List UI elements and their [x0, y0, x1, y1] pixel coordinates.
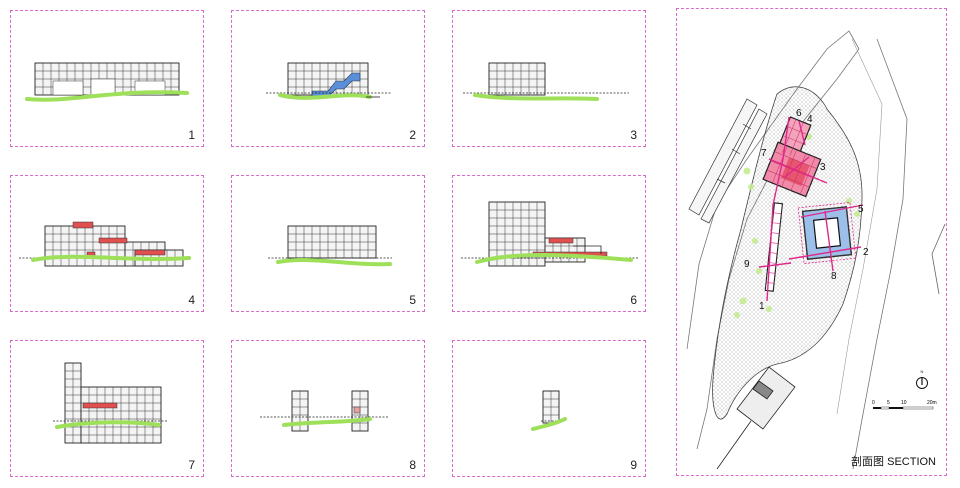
section-panel-7: 7	[10, 340, 204, 477]
blue-building	[797, 201, 857, 265]
section-panel-2: 2	[231, 10, 425, 147]
red-highlight	[72, 221, 94, 229]
red-highlight	[353, 406, 361, 414]
section-drawing-6	[461, 201, 639, 267]
scale-label-10: 10	[901, 400, 907, 406]
red-highlight	[82, 402, 118, 409]
section-drawing-3	[463, 62, 629, 101]
section-panel-1: 1	[10, 10, 204, 147]
section-drawing-7	[53, 362, 167, 444]
ground-line	[276, 258, 392, 267]
panel-number: 8	[409, 458, 416, 472]
section-label-9: 9	[744, 259, 750, 270]
section-panel-3: 3	[452, 10, 646, 147]
section-panel-5: 5	[231, 175, 425, 312]
section-drawing-8	[260, 390, 388, 432]
scale-label-5: 5	[887, 400, 890, 406]
bottom-building	[716, 366, 796, 470]
panel-number: 5	[409, 293, 416, 307]
scale-label-0: 0	[872, 400, 875, 406]
site-plan-drawing: 6 4 7 3 5 2 8 9 1 N 0 5 10 20m	[686, 30, 946, 470]
ground-line	[55, 420, 161, 429]
panel-number: 7	[188, 458, 195, 472]
section-label-8: 8	[831, 271, 837, 282]
ground-line	[278, 93, 372, 100]
panel-number: 3	[630, 128, 637, 142]
ground-line	[475, 253, 633, 264]
ground-line	[31, 254, 191, 262]
section-label-4: 4	[807, 114, 813, 125]
section-label-3: 3	[820, 162, 826, 173]
scale-label-20m: 20m	[927, 400, 937, 406]
panel-number: 1	[188, 128, 195, 142]
red-highlight	[548, 237, 574, 244]
island-landmass	[712, 86, 863, 420]
trees	[734, 134, 860, 318]
section-drawing-2	[266, 62, 392, 100]
section-drawing-5	[268, 225, 392, 267]
section-drawing-1	[25, 62, 189, 102]
section-label-6: 6	[796, 108, 802, 119]
north-arrow-icon: N	[916, 369, 928, 389]
section-drawing-9	[531, 390, 567, 431]
river-bank-right	[852, 38, 908, 470]
section-panel-9: 9	[452, 340, 646, 477]
panel-number: 6	[630, 293, 637, 307]
panel-number: 4	[188, 293, 195, 307]
section-panel-4: 4	[10, 175, 204, 312]
ground-line	[25, 90, 189, 102]
panel-number: 9	[630, 458, 637, 472]
ground-line	[531, 417, 567, 431]
terrace-steps	[688, 98, 768, 224]
section-caption: 剖面图 SECTION	[851, 456, 936, 468]
site-plan-panel: 6 4 7 3 5 2 8 9 1 N 0 5 10 20m 剖面图 SECTI	[676, 8, 947, 476]
red-highlight	[134, 249, 166, 256]
section-lines	[758, 116, 864, 302]
road-edge	[836, 38, 883, 415]
section-label-1: 1	[759, 301, 765, 312]
section-label-5: 5	[858, 204, 864, 215]
section-panel-8: 8	[231, 340, 425, 477]
north-label: N	[921, 369, 924, 374]
section-panel-6: 6	[452, 175, 646, 312]
section-label-7: 7	[761, 148, 767, 159]
scale-bar: 0 5 10 20m	[872, 400, 937, 410]
ground-line	[473, 93, 599, 101]
void-space	[52, 80, 84, 96]
ground-line	[282, 417, 372, 427]
section-drawing-4	[19, 221, 191, 267]
right-edge-feature	[931, 223, 946, 295]
red-highlight	[98, 237, 128, 244]
panel-number: 2	[409, 128, 416, 142]
section-label-2: 2	[863, 247, 869, 258]
